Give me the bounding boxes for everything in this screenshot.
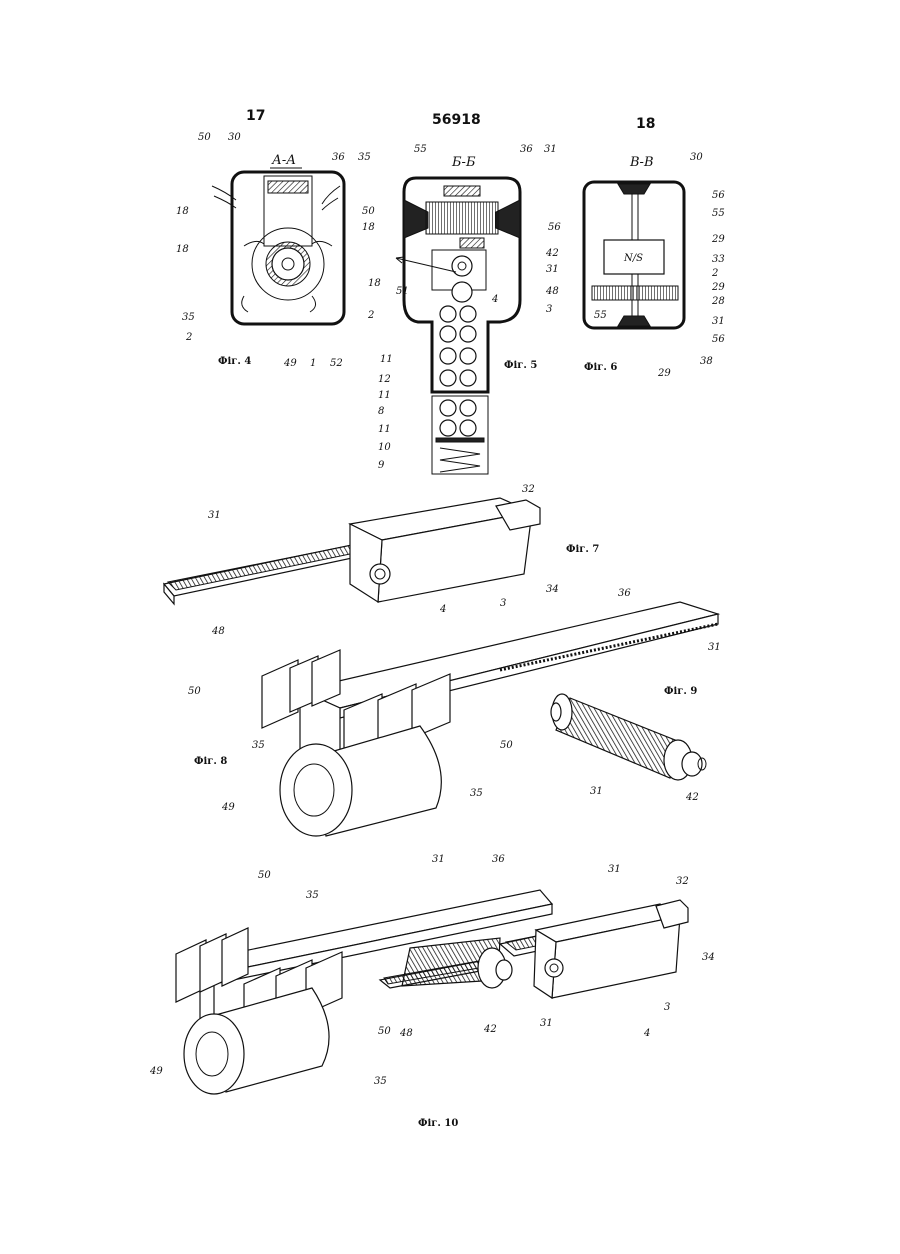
fig6-label: 29 <box>657 368 671 379</box>
figure-8 <box>262 602 718 836</box>
fig9-label: 31 <box>590 786 603 797</box>
fig5-label: 11 <box>378 390 391 401</box>
fig10-label: 31 <box>540 1018 553 1029</box>
fig4-label: 36 <box>332 152 345 163</box>
fig5-label: 56 <box>548 222 561 233</box>
fig4-label: 50 <box>198 132 211 143</box>
fig6-label: 55 <box>712 208 725 219</box>
fig4-label: 30 <box>228 132 241 143</box>
caption-fig6: Фіг. 6 <box>584 362 617 373</box>
fig6-label: 56 <box>712 190 725 201</box>
fig5-label: 9 <box>378 460 385 471</box>
caption-fig4: Фіг. 4 <box>218 356 251 367</box>
fig6-label: 31 <box>712 316 725 327</box>
figure-5 <box>396 178 520 474</box>
figure-9 <box>551 694 706 780</box>
fig7-label: 3 <box>500 598 506 609</box>
fig7-label: 34 <box>546 584 559 595</box>
fig10-label: 42 <box>483 1024 497 1035</box>
fig5-label: 2 <box>367 310 374 321</box>
fig8-label: 36 <box>618 588 631 599</box>
fig7-label: 4 <box>439 604 446 615</box>
fig10-label: 35 <box>374 1076 387 1087</box>
fig4-label: 1 <box>310 358 316 369</box>
fig4-label: 18 <box>176 244 189 255</box>
fig8-label: 50 <box>500 740 513 751</box>
fig6-label: 2 <box>711 268 718 279</box>
fig6-label: 33 <box>712 254 725 265</box>
fig5-label: 31 <box>544 144 557 155</box>
fig4-label: 2 <box>185 332 192 343</box>
fig8-label: 35 <box>252 740 265 751</box>
page-number-right: 18 <box>636 116 655 132</box>
fig5-label: 4 <box>491 294 498 305</box>
fig8-label: 35 <box>470 788 483 799</box>
fig6-label: 29 <box>711 234 725 245</box>
caption-fig9: Фіг. 9 <box>664 686 697 697</box>
caption-fig10: Фіг. 10 <box>418 1118 458 1129</box>
fig6-label: 55 <box>594 310 607 321</box>
fig10-label: 50 <box>378 1026 391 1037</box>
caption-fig8: Фіг. 8 <box>194 756 227 767</box>
fig10-label: 49 <box>149 1066 163 1077</box>
fig6-label: 29 <box>711 282 725 293</box>
fig10-label: 48 <box>399 1028 413 1039</box>
fig6-label: 38 <box>700 356 713 367</box>
fig6-label: 56 <box>712 334 725 345</box>
fig9-reference-labels: 31 42 <box>590 786 699 803</box>
fig5-label: 11 <box>378 424 391 435</box>
fig5-label: 12 <box>378 374 391 385</box>
fig4-label: 50 <box>362 206 375 217</box>
figure-4 <box>212 168 344 324</box>
caption-fig7: Фіг. 7 <box>566 544 599 555</box>
fig10-label: 31 <box>432 854 445 865</box>
section-label-c: В-В <box>629 155 654 170</box>
fig4-label: 18 <box>362 222 375 233</box>
fig4-label: 49 <box>283 358 297 369</box>
fig4-label: 18 <box>176 206 189 217</box>
fig5-label: 42 <box>545 248 559 259</box>
fig7-label: 31 <box>208 510 221 521</box>
fig5-label: 55 <box>414 144 427 155</box>
fig5-label: 36 <box>520 144 533 155</box>
fig9-label: 42 <box>685 792 699 803</box>
fig4-label: 35 <box>182 312 195 323</box>
patent-number: 56918 <box>432 112 481 128</box>
fig8-label: 49 <box>221 802 235 813</box>
fig5-label: 11 <box>380 354 393 365</box>
fig4-label: 18 <box>368 278 381 289</box>
fig10-label: 35 <box>306 890 319 901</box>
fig5-label: 31 <box>546 264 559 275</box>
fig8-label: 31 <box>708 642 721 653</box>
figure-10 <box>176 890 688 1094</box>
fig5-label: 3 <box>546 304 552 315</box>
fig10-label: 3 <box>664 1002 670 1013</box>
fig10-label: 50 <box>258 870 271 881</box>
fig10-label: 4 <box>643 1028 650 1039</box>
fig6-label: 28 <box>711 296 725 307</box>
fig8-label: 50 <box>188 686 201 697</box>
fig4-label: 52 <box>330 358 343 369</box>
caption-fig5: Фіг. 5 <box>504 360 537 371</box>
fig5-label: 48 <box>545 286 559 297</box>
magnet-label: N/S <box>623 253 643 264</box>
fig10-label: 32 <box>676 876 689 887</box>
fig5-label: 8 <box>378 406 384 417</box>
fig6-label: 30 <box>690 152 703 163</box>
fig10-label: 36 <box>492 854 505 865</box>
section-label-b: Б-Б <box>451 155 476 170</box>
fig4-label: 35 <box>358 152 371 163</box>
fig7-label: 48 <box>211 626 225 637</box>
fig5-label: 10 <box>378 442 391 453</box>
fig7-label: 32 <box>522 484 535 495</box>
fig10-label: 31 <box>608 864 621 875</box>
fig5-label: 51 <box>396 286 409 297</box>
section-label-a: А-А <box>271 153 296 168</box>
page-number-left: 17 <box>246 108 265 124</box>
fig10-label: 34 <box>702 952 715 963</box>
